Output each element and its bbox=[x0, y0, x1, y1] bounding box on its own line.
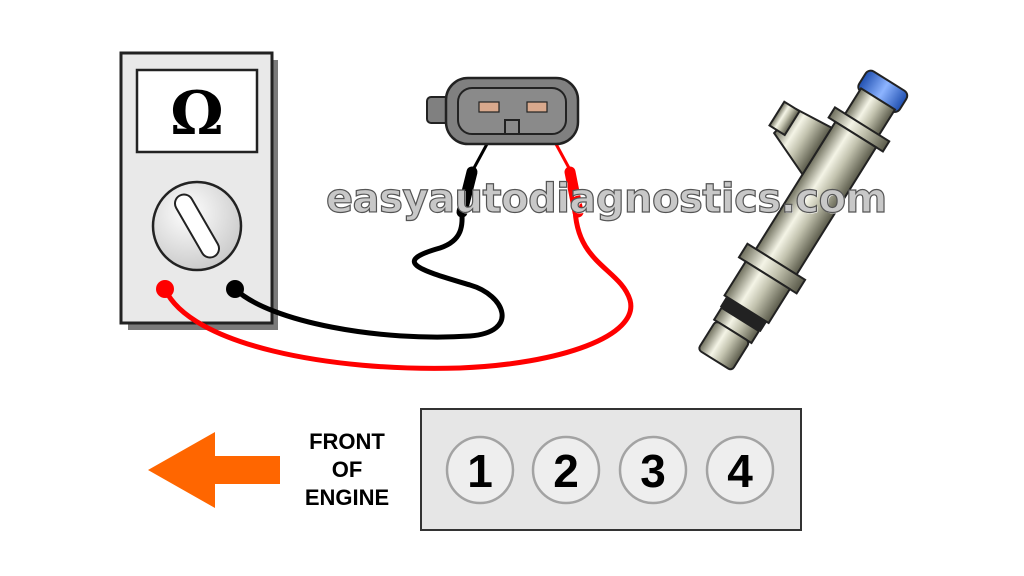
cylinder-number: 2 bbox=[553, 445, 579, 497]
front-label-line-1: FRONT bbox=[309, 429, 385, 454]
knob-pointer bbox=[174, 193, 220, 259]
injector-o-ring bbox=[719, 296, 767, 333]
black-lead-wire bbox=[233, 199, 505, 340]
connector-face bbox=[457, 87, 567, 135]
cylinder-2: 2 bbox=[531, 435, 601, 505]
injector-connector bbox=[426, 76, 580, 146]
terminal-2 bbox=[526, 101, 548, 113]
multimeter-display bbox=[135, 68, 259, 154]
front-label-line-3: ENGINE bbox=[304, 485, 390, 510]
terminal-1 bbox=[478, 101, 500, 113]
cylinder-number: 3 bbox=[640, 445, 666, 497]
fuel-injector bbox=[698, 69, 909, 371]
cylinder-panel: 1 2 3 4 bbox=[420, 408, 802, 531]
test-leads bbox=[162, 143, 634, 371]
front-arrow bbox=[148, 432, 280, 508]
cylinder-4: 4 bbox=[705, 435, 775, 505]
orange-arrow-left-icon bbox=[148, 432, 280, 508]
multimeter: Ω bbox=[119, 51, 278, 330]
watermark-text: easyautodiagnostics.com bbox=[325, 175, 887, 222]
front-of-engine-label: FRONT OF ENGINE bbox=[292, 428, 402, 512]
black-probe[interactable] bbox=[456, 143, 489, 218]
cylinder-number: 1 bbox=[467, 445, 493, 497]
injector-nozzle bbox=[698, 321, 750, 371]
cylinder-number: 4 bbox=[727, 445, 753, 497]
front-label-line-2: OF bbox=[331, 457, 363, 482]
cylinder-1: 1 bbox=[445, 435, 515, 505]
red-probe[interactable] bbox=[554, 143, 584, 218]
red-lead-wire bbox=[162, 204, 634, 371]
connector-key bbox=[504, 119, 520, 134]
cylinder-3: 3 bbox=[618, 435, 688, 505]
injector-clip bbox=[768, 100, 801, 137]
ohm-symbol: Ω bbox=[170, 79, 223, 149]
